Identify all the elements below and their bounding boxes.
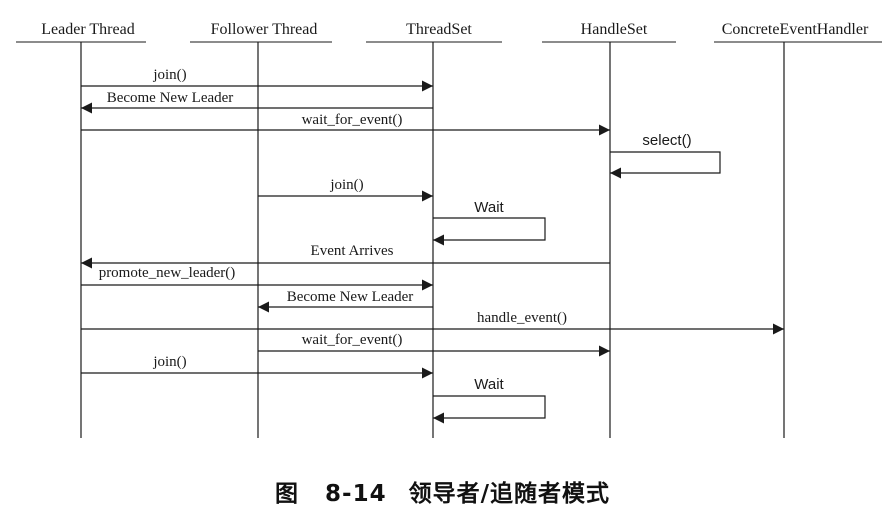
message-label: Become New Leader	[287, 289, 414, 305]
message-leader-join-2: join()	[81, 354, 433, 379]
participant-follower-thread: Follower Thread	[190, 21, 332, 43]
message-promote-new-leader: promote_new_leader()	[81, 265, 433, 291]
message-follower-join: join()	[258, 177, 433, 202]
participant-threadset: ThreadSet	[366, 21, 502, 43]
message-handle-event: handle_event()	[81, 310, 784, 335]
message-label: promote_new_leader()	[99, 265, 236, 281]
message-label: Wait	[474, 376, 504, 393]
participant-leader-thread: Leader Thread	[16, 21, 146, 43]
message-become-new-leader-1: Become New Leader	[81, 90, 433, 114]
participant-label: Follower Thread	[211, 21, 318, 38]
participant-label: HandleSet	[581, 21, 648, 38]
message-select-self: select()	[610, 132, 721, 179]
figure-caption: 图 8-14 领导者/追随者模式	[0, 474, 885, 508]
message-label: wait_for_event()	[302, 112, 403, 128]
message-label: Event Arrives	[311, 243, 394, 259]
message-label: join()	[329, 177, 363, 193]
message-label: Wait	[474, 199, 504, 216]
participant-label: ConcreteEventHandler	[722, 21, 869, 38]
messages: join() Become New Leader wait_for_event(…	[81, 67, 784, 424]
message-label: wait_for_event()	[302, 332, 403, 348]
message-label: Become New Leader	[107, 90, 234, 106]
participant-label: ThreadSet	[406, 21, 472, 38]
message-event-arrives: Event Arrives	[81, 243, 610, 269]
message-label: handle_event()	[477, 310, 567, 326]
caption-title: 领导者/追随者模式	[408, 481, 610, 507]
participant-concrete-event-handler: ConcreteEventHandler	[714, 21, 882, 43]
participant-handleset: HandleSet	[542, 21, 676, 43]
participant-label: Leader Thread	[41, 21, 134, 38]
sequence-diagram: Leader Thread Follower Thread ThreadSet …	[16, 21, 882, 438]
message-label: join()	[152, 354, 186, 370]
message-wait-self-1: Wait	[433, 199, 546, 246]
message-become-new-leader-2: Become New Leader	[258, 289, 433, 313]
message-label: select()	[642, 132, 691, 149]
message-follower-wait-for-event: wait_for_event()	[258, 332, 610, 357]
message-leader-join: join()	[81, 67, 433, 92]
caption-figure-number: 8-14	[325, 481, 387, 507]
message-wait-self-2: Wait	[433, 376, 546, 424]
caption-figure-label: 图	[275, 481, 300, 507]
message-label: join()	[152, 67, 186, 83]
message-leader-wait-for-event: wait_for_event()	[81, 112, 610, 136]
